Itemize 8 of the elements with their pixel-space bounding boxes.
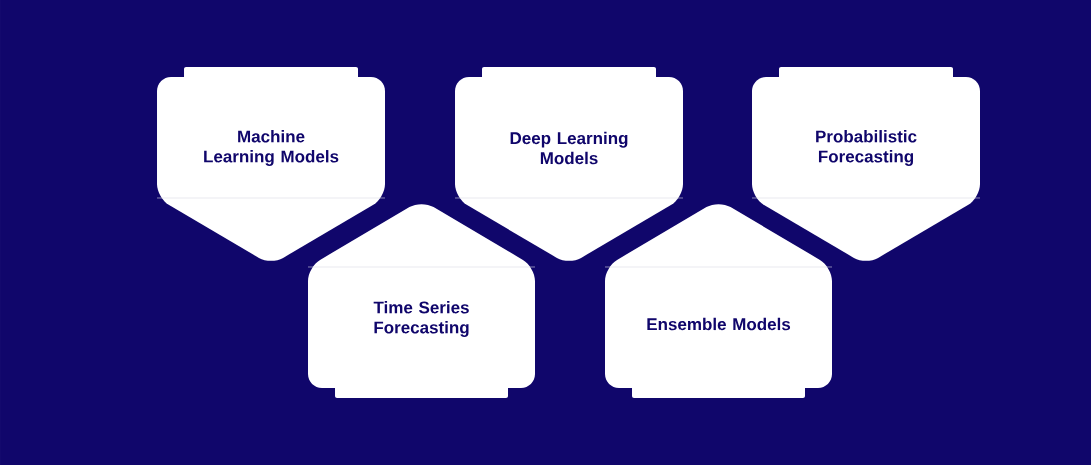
pentagon-card: Deep Learning Models — [454, 67, 684, 261]
pentagon-card: Time Series Forecasting — [307, 204, 536, 398]
node-label: Ensemble Models — [647, 317, 791, 331]
pentagon-card: Probabilistic Forecasting — [751, 67, 981, 261]
pentagon-card: Ensemble Models — [604, 204, 833, 398]
pentagon-card: Machine Learning Models — [156, 67, 386, 261]
node-label: Deep Learning Models — [510, 131, 628, 165]
node-label: Time Series Forecasting — [373, 301, 469, 337]
